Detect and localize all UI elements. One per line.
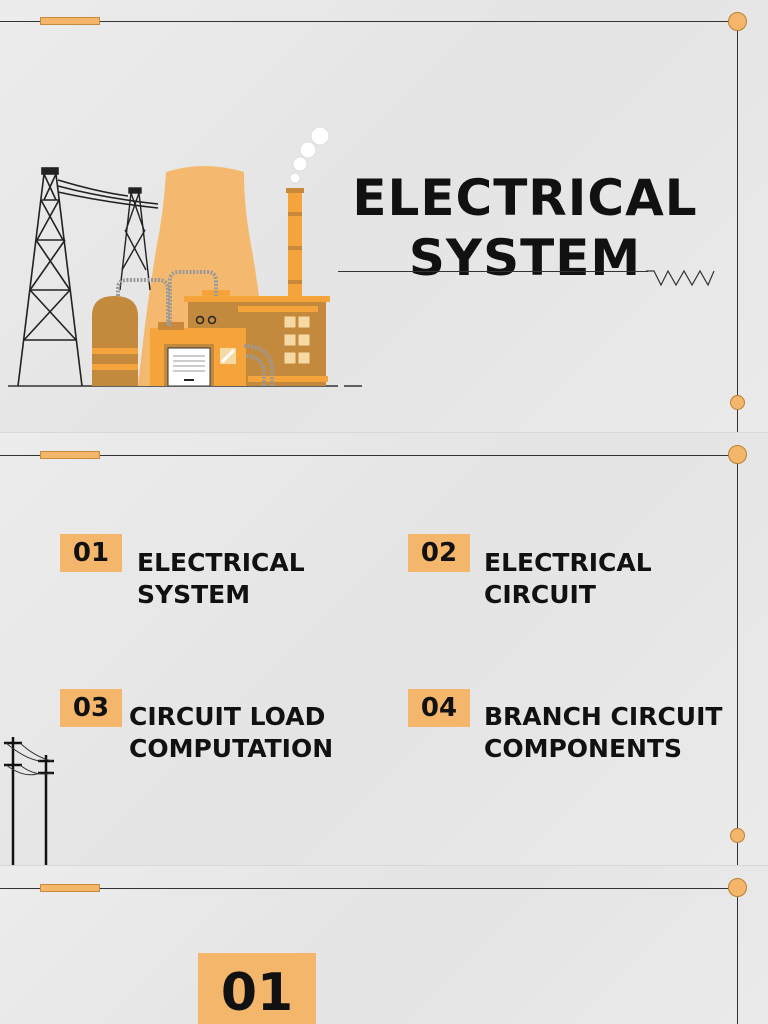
bottom-dot	[730, 828, 745, 843]
item-label-01: ELECTRICAL SYSTEM	[137, 548, 305, 609]
contents-slide: 01 ELECTRICAL SYSTEM 02 ELECTRICAL CIRCU…	[0, 433, 768, 865]
right-rule	[737, 455, 738, 865]
section-number: 01	[198, 953, 316, 1024]
corner-dot	[728, 12, 747, 31]
item-label-03: CIRCUIT LOAD COMPUTATION	[129, 702, 334, 763]
corner-dot	[728, 878, 747, 897]
section-slide: 01	[0, 866, 768, 1024]
corner-dot	[728, 445, 747, 464]
title-underline	[338, 271, 648, 272]
right-rule	[737, 888, 738, 1024]
slide-title: ELECTRICAL SYSTEM	[352, 169, 698, 287]
bottom-dot	[730, 395, 745, 410]
item-number-01: 01	[60, 534, 122, 572]
title-slide: ELECTRICAL SYSTEM	[0, 0, 768, 432]
item-number-04: 04	[408, 689, 470, 727]
top-rule	[0, 455, 738, 456]
header-tab	[40, 17, 100, 25]
header-tab	[40, 884, 100, 892]
header-tab	[40, 451, 100, 459]
utility-pole-icon	[4, 737, 54, 865]
item-number-02: 02	[408, 534, 470, 572]
top-rule	[0, 888, 738, 889]
item-number-03: 03	[60, 689, 122, 727]
power-plant-illustration	[8, 126, 362, 387]
zigzag-line-icon	[646, 269, 715, 287]
right-rule	[737, 21, 738, 432]
top-rule	[0, 21, 738, 22]
item-label-04: BRANCH CIRCUIT COMPONENTS	[484, 702, 723, 763]
item-label-02: ELECTRICAL CIRCUIT	[484, 548, 652, 609]
